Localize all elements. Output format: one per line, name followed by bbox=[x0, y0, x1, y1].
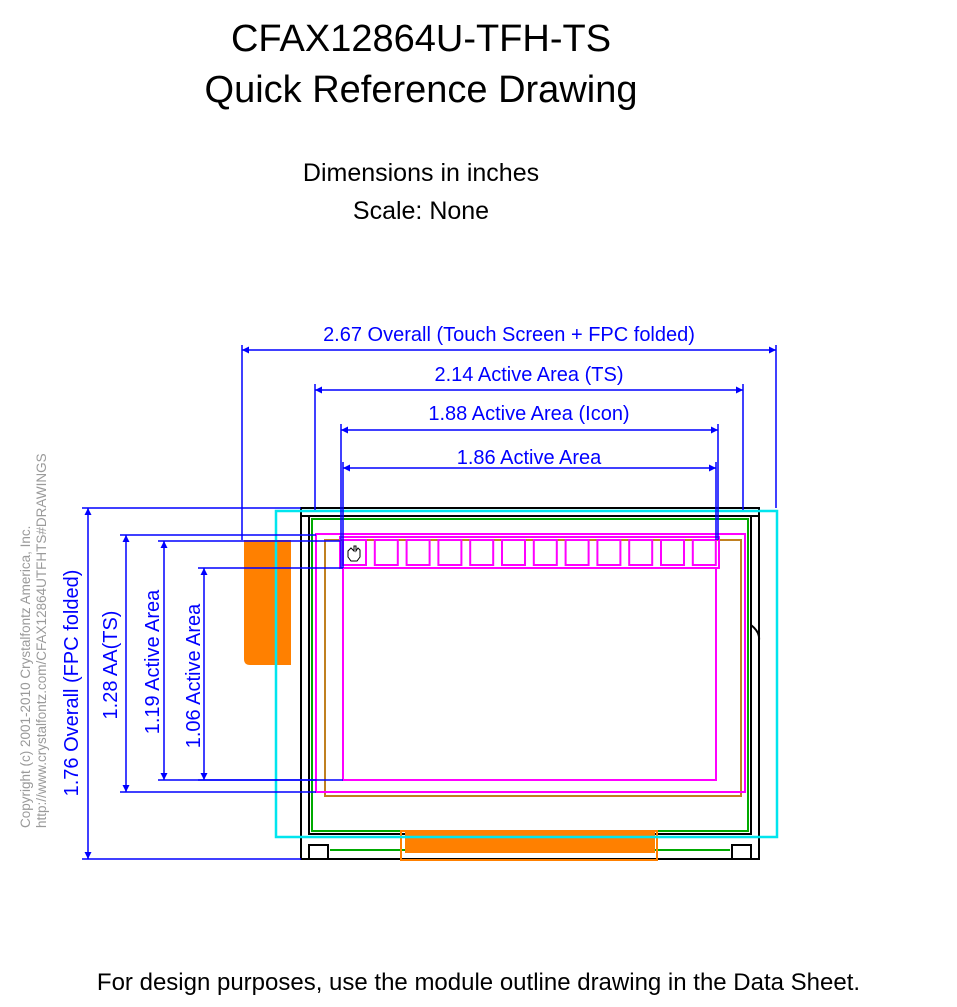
dim-width-active: 1.86 Active Area bbox=[457, 447, 602, 469]
touch-screen-outline bbox=[274, 509, 779, 839]
fpc-bottom-flex bbox=[405, 831, 655, 853]
icon-segment bbox=[469, 539, 495, 566]
dim-width-active-ts: 2.14 Active Area (TS) bbox=[435, 364, 624, 386]
dim-height-active-icon: 1.19 Active Area bbox=[142, 589, 164, 734]
title-drawing-name: Quick Reference Drawing bbox=[204, 69, 638, 111]
icon-segment bbox=[628, 539, 654, 566]
dim-height-overall: 1.76 Overall (FPC folded) bbox=[61, 570, 83, 797]
scale-note: Scale: None bbox=[352, 197, 490, 225]
hand-icon bbox=[347, 545, 361, 562]
icon-segment bbox=[373, 539, 399, 566]
touch-active-area bbox=[315, 533, 746, 793]
height-dimensions bbox=[82, 507, 343, 860]
lcd-active-area bbox=[342, 567, 717, 781]
icon-row-area bbox=[339, 536, 720, 569]
module-outline bbox=[300, 507, 761, 860]
icon-segment bbox=[564, 539, 590, 566]
icon-row bbox=[342, 539, 717, 566]
icon-segment bbox=[405, 539, 431, 566]
fpc-folded-tab bbox=[244, 540, 291, 665]
design-note: For design purposes, use the module outl… bbox=[96, 969, 861, 996]
title-part-number: CFAX12864U-TFH-TS bbox=[230, 18, 612, 60]
dim-width-overall: 2.67 Overall (Touch Screen + FPC folded) bbox=[323, 324, 695, 346]
icon-segment bbox=[501, 539, 526, 566]
fpc-bottom-outline bbox=[400, 830, 658, 861]
dim-height-aa-ts: 1.28 AA(TS) bbox=[100, 611, 122, 720]
icon-segment bbox=[691, 539, 717, 566]
icon-segment bbox=[532, 539, 558, 566]
units-note: Dimensions in inches bbox=[302, 159, 540, 187]
icon-segment bbox=[437, 539, 463, 566]
icon-segment bbox=[660, 539, 685, 566]
viewing-area bbox=[324, 539, 742, 797]
icon-segment bbox=[596, 539, 622, 566]
dim-height-active: 1.06 Active Area bbox=[183, 603, 205, 748]
dim-width-active-icon: 1.88 Active Area (Icon) bbox=[428, 403, 629, 425]
width-dimensions bbox=[241, 345, 777, 568]
